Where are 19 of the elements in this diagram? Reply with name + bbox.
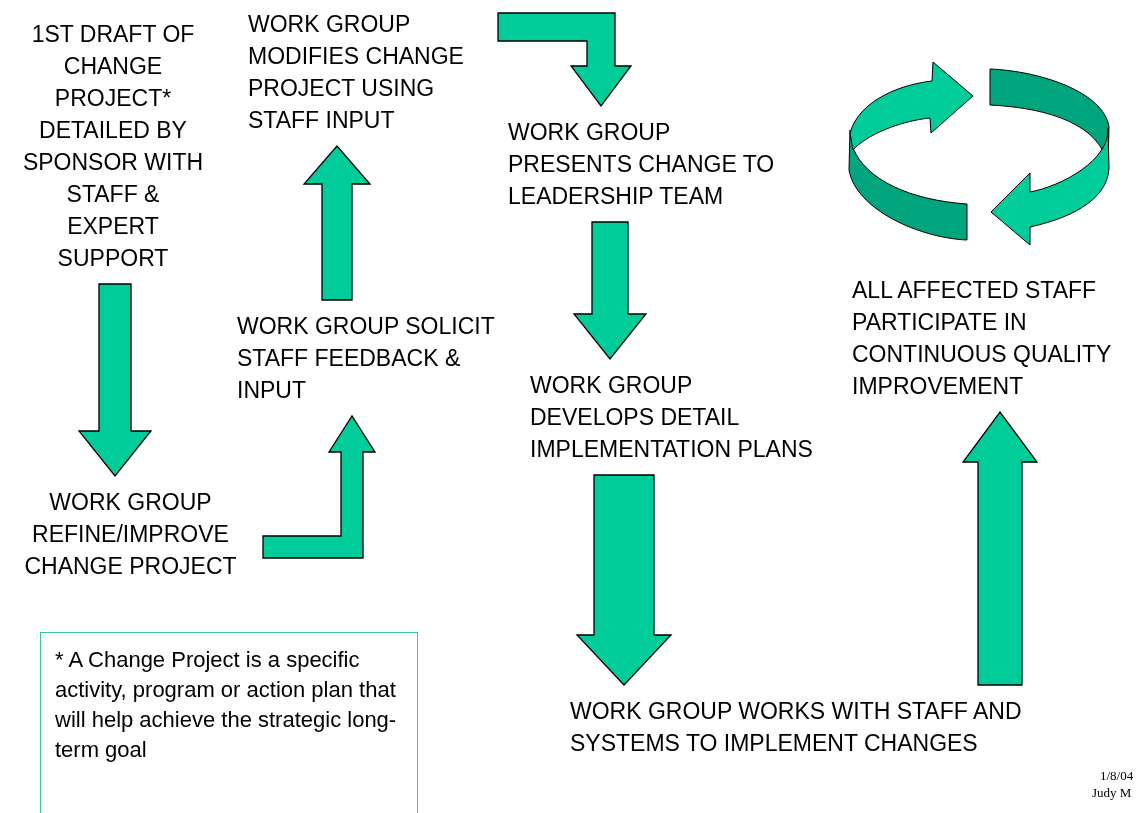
block-arrow [262,414,377,559]
block-arrow [497,12,633,108]
block-arrow [77,283,153,478]
step-text: WORK GROUP DEVELOPS DETAIL IMPLEMENTATION PLANS [530,371,814,464]
step-text: WORK GROUP MODIFIES CHANGE PROJECT USING STAFF INPUT [248,10,465,135]
block-arrow [572,221,648,361]
step-text: WORK GROUP REFINE/IMPROVE CHANGE PROJECT [23,488,238,581]
block-arrow [302,145,372,301]
step-text: WORK GROUP PRESENTS CHANGE TO LEADERSHIP TEAM [508,118,776,211]
footnote-box [40,632,418,813]
date-label: 1/8/04 [1100,768,1134,784]
block-arrow [961,410,1039,686]
step-text: WORK GROUP SOLICIT STAFF FEEDBACK & INPUT [237,312,496,405]
step-text: 1ST DRAFT OF CHANGE PROJECT* DETAILED BY SPONSOR WITH STAFF & EXPERT SUPPORT [21,20,205,273]
step-text: ALL AFFECTED STAFF PARTICIPATE IN CONTINUOUS QUALITY IMPROVEMENT [852,276,1112,401]
step-text: WORK GROUP WORKS WITH STAFF AND SYSTEMS TO IMPLEMENT CHANGES [570,697,1023,758]
author-label: Judy M [1092,785,1132,801]
footnote-text: * A Change Project is a specific activity, program or action plan that will help achieve the strategic long-term goal [55,646,398,764]
block-arrow [575,474,673,686]
